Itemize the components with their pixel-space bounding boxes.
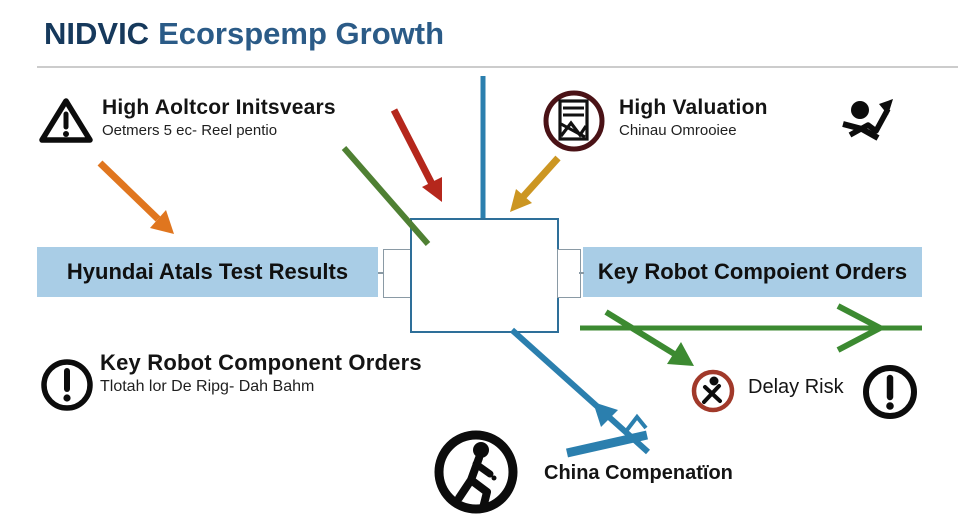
orange-arrow — [97, 160, 174, 234]
china-compensation-label: China Compenatïon — [544, 462, 733, 484]
left-bar: Hyundai Atals Test Results — [37, 247, 378, 297]
delay-risk-label: Delay Risk — [748, 376, 844, 398]
gold-arrow — [510, 155, 561, 212]
title-divider — [37, 66, 958, 68]
person-growth-icon — [838, 93, 898, 149]
right-stub-line — [579, 272, 584, 274]
right-connector-box — [557, 249, 581, 298]
component-orders-title: Key Robot Component Orders — [100, 350, 422, 375]
high-valuation-subtitle: Chinau Omrooiee — [619, 122, 737, 139]
page-title-secondary: Ecorspemp Growth — [158, 16, 445, 51]
red-arrow — [390, 108, 442, 202]
walking-person-icon — [430, 426, 522, 518]
high-valuation-title: High Valuation — [619, 96, 768, 119]
right-bar: Key Robot Compoient Orders — [583, 247, 922, 297]
left-bar-label: Hyundai Atals Test Results — [66, 259, 349, 284]
component-orders-subtitle: Tlotah lor De Ripg- Dah Bahm — [100, 378, 315, 395]
high-valuation-block: High Valuation Chinau Omrooiee — [619, 96, 768, 139]
central-process-box — [410, 218, 559, 333]
alert-circle-icon — [40, 358, 94, 412]
high-investors-title: High Aoltcor Initsvears — [102, 96, 336, 119]
alert-circle-icon-right — [862, 364, 918, 420]
green-horizontal-arrow — [580, 303, 922, 353]
left-connector-box — [383, 249, 411, 298]
green-diagonal-arrow — [604, 309, 694, 366]
pedestrian-crossing-icon — [690, 368, 736, 414]
report-chart-icon — [542, 89, 606, 153]
right-bar-label: Key Robot Compoient Orders — [597, 259, 908, 284]
warning-triangle-icon — [38, 96, 94, 146]
left-stub-line — [378, 272, 384, 274]
blue-diagonal-arrow — [509, 327, 651, 458]
component-orders-block: Key Robot Component Orders Tlotah lor De… — [100, 350, 422, 396]
high-investors-block: High Aoltcor Initsvears Oetmers 5 ec- Re… — [102, 96, 336, 139]
high-investors-subtitle: Oetmers 5 ec- Reel pentio — [102, 122, 278, 139]
page-title-primary: NIDVIC — [44, 16, 150, 51]
